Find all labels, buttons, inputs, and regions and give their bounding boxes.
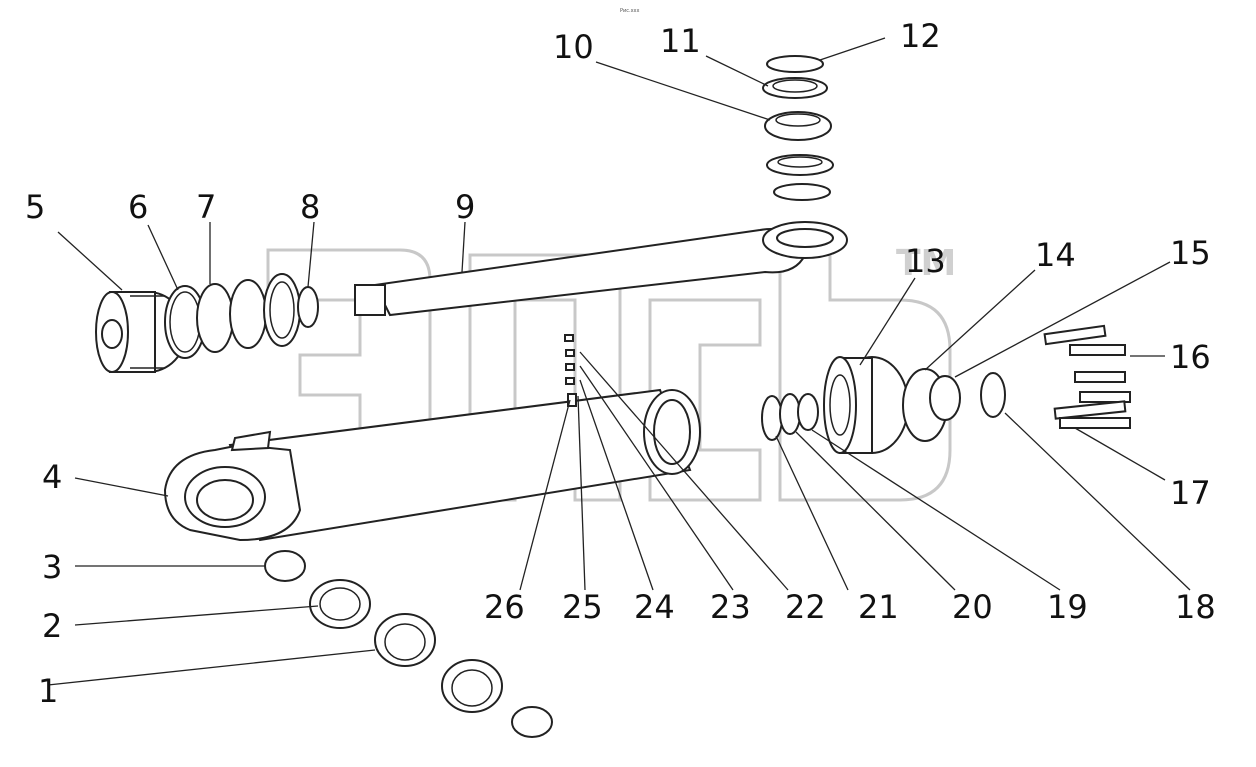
callout-8: 8 — [300, 188, 320, 226]
bolts-16-17 — [1043, 324, 1131, 429]
callout-12: 12 — [900, 17, 941, 55]
cylinder-head-part-13 — [823, 356, 909, 454]
callout-labels: 1 2 3 4 5 6 7 8 9 10 11 12 13 14 15 16 1… — [25, 17, 1216, 710]
callout-7: 7 — [196, 188, 216, 226]
callout-10: 10 — [553, 28, 594, 66]
rings-1-3 — [264, 550, 553, 738]
callout-6: 6 — [128, 188, 148, 226]
callout-20: 20 — [952, 588, 993, 626]
callout-25: 25 — [562, 588, 603, 626]
barrel-part-4 — [163, 388, 701, 542]
callout-19: 19 — [1047, 588, 1088, 626]
callout-21: 21 — [858, 588, 899, 626]
seals-14-15 — [902, 368, 961, 442]
callout-13: 13 — [905, 242, 946, 280]
rod-part-9 — [354, 221, 848, 317]
fittings-22-26 — [564, 334, 577, 407]
bearing-stack-10-12 — [762, 55, 834, 201]
callout-24: 24 — [634, 588, 675, 626]
top-caption: Рис.ххх — [620, 8, 640, 14]
callout-9: 9 — [455, 188, 475, 226]
ring-part-18 — [980, 372, 1006, 418]
callout-18: 18 — [1175, 588, 1216, 626]
watermark-logo: TM — [266, 238, 956, 502]
callout-16: 16 — [1170, 338, 1211, 376]
callout-1: 1 — [38, 672, 58, 710]
seals-19-21 — [761, 393, 819, 441]
callout-23: 23 — [710, 588, 751, 626]
leader-lines — [47, 37, 1191, 686]
callout-22: 22 — [785, 588, 826, 626]
callout-14: 14 — [1035, 236, 1076, 274]
callout-4: 4 — [42, 458, 62, 496]
callout-17: 17 — [1170, 474, 1211, 512]
callout-26: 26 — [484, 588, 525, 626]
watermark-trademark: TM — [896, 243, 956, 284]
seal-rings-6-8 — [164, 273, 319, 359]
callout-3: 3 — [42, 548, 62, 586]
callout-15: 15 — [1170, 234, 1211, 272]
callout-2: 2 — [42, 607, 62, 645]
callout-11: 11 — [660, 22, 701, 60]
callout-5: 5 — [25, 188, 45, 226]
